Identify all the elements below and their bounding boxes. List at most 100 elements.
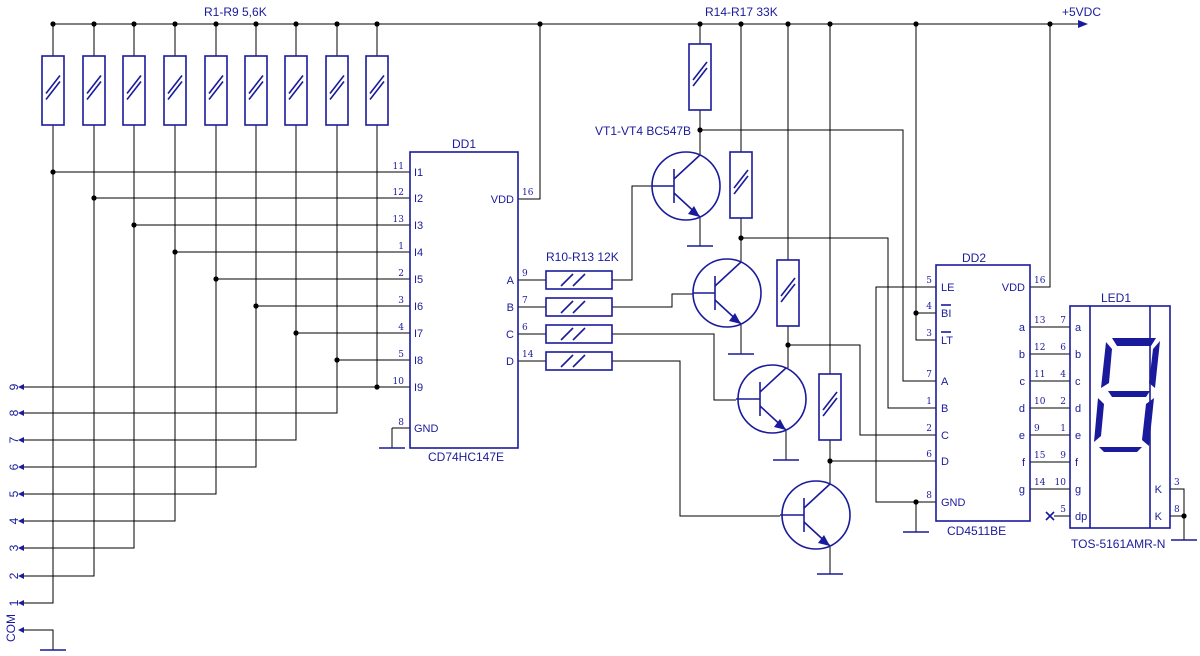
input-arrow-8 — [18, 410, 24, 416]
dd1-pin-name: GND — [414, 423, 439, 435]
transistor-collector — [673, 154, 701, 180]
dd1-pin-name: I9 — [414, 382, 423, 394]
base-vt1-wire — [612, 185, 652, 281]
led1-pin-name: dp — [1075, 511, 1087, 523]
led1-pin-num: 7 — [1060, 316, 1066, 326]
base-vt2-wire — [612, 293, 693, 308]
dd2-pin-num: 4 — [926, 302, 932, 312]
cathode-wire — [1170, 488, 1185, 540]
resistor-r7 — [284, 55, 308, 126]
supply-arrow — [1078, 20, 1088, 28]
dd2-part: CD4511BE — [947, 524, 1006, 538]
resistor-mark — [560, 273, 574, 287]
input-wire — [24, 306, 257, 468]
led1-pin-name: a — [1075, 322, 1082, 334]
resistor-r1 — [41, 55, 65, 126]
dd1-pin-name: B — [507, 302, 514, 314]
dd1-pin-num: 7 — [522, 296, 528, 306]
input-arrow-4 — [18, 518, 24, 524]
resistor-mark — [572, 327, 586, 341]
led1-pin-num: 8 — [1174, 505, 1180, 515]
led1-pin-num: 3 — [1174, 478, 1180, 488]
dd2-pin-num: 1 — [926, 397, 932, 407]
dd2-pin-name: A — [941, 376, 949, 388]
resistor-mark — [369, 81, 385, 100]
dd1-pin-name: VDD — [491, 194, 514, 206]
dd1-pin-num: 8 — [398, 418, 404, 428]
led1-pin-num: 4 — [1060, 370, 1066, 380]
input-label-1: 1 — [7, 599, 21, 606]
resistor-r15 — [729, 151, 753, 219]
input-label-5: 5 — [7, 490, 21, 497]
input-label-7: 7 — [7, 436, 21, 443]
r1-r9-label: R1-R9 5,6K — [204, 5, 267, 19]
resistor-mark — [560, 354, 574, 368]
input-label-6: 6 — [7, 463, 21, 470]
resistor-mark — [822, 391, 838, 411]
dd2-pin-name: BI — [941, 308, 951, 320]
dd2-pin-num: 9 — [1034, 424, 1040, 434]
led1-part: TOS-5161AMR-N — [1071, 537, 1165, 551]
dd2-pin-num: 16 — [1034, 276, 1046, 286]
dd1-pin-num: 3 — [398, 296, 404, 306]
resistor-r13 — [545, 351, 613, 371]
input-wire — [24, 360, 338, 414]
input-wire — [24, 279, 217, 495]
resistor-mark — [733, 169, 749, 189]
input-label-4: 4 — [7, 517, 21, 524]
resistor-mark — [208, 75, 224, 94]
r10-r13-label: R10-R13 12K — [546, 250, 619, 264]
led1-pin-name: c — [1075, 376, 1081, 388]
dd1-pin-name: I5 — [414, 274, 423, 286]
resistor-mark — [288, 81, 304, 100]
transistor-vt1 — [651, 151, 721, 221]
resistor-mark — [167, 81, 183, 100]
resistor-mark — [692, 67, 708, 87]
r14-r17-label: R14-R17 33K — [705, 5, 778, 19]
dd1-vdd-wire — [518, 24, 541, 200]
dd1-pin-num: 12 — [393, 188, 404, 198]
resistor-r4 — [163, 55, 187, 126]
input-arrow-5 — [18, 491, 24, 497]
led1-pin-num: 9 — [1060, 451, 1066, 461]
input-arrow-3 — [18, 545, 24, 551]
junction-dot — [1181, 513, 1187, 519]
resistor-r10 — [545, 270, 613, 290]
segment-a — [1112, 338, 1156, 346]
dd1-ref: DD1 — [452, 137, 476, 151]
resistor-r2 — [82, 55, 106, 126]
dd2-ref: DD2 — [962, 251, 986, 265]
dd2-pin-name: GND — [941, 497, 966, 509]
dd2-pin-name: LT — [941, 335, 953, 347]
led1-pin-name: K — [1155, 511, 1163, 523]
resistor-mark — [692, 61, 708, 81]
led1-pin-name: K — [1155, 484, 1163, 496]
junction-dot — [913, 310, 919, 316]
dd1-pin-name: D — [506, 356, 514, 368]
input-arrow-9 — [18, 384, 24, 390]
resistor-r17 — [818, 373, 842, 441]
resistor-mark — [572, 354, 586, 368]
led1-pin-num: 6 — [1060, 343, 1066, 353]
resistor-mark — [369, 75, 385, 94]
transistor-arrow — [729, 313, 741, 324]
junction-dot — [537, 21, 543, 27]
dd2-pin-name: a — [1019, 322, 1026, 334]
transistor-collector — [803, 483, 831, 509]
dd1-pin-name: I4 — [414, 247, 423, 259]
dd2-pin-name: VDD — [1002, 282, 1025, 294]
transistor-vt2 — [692, 258, 762, 328]
dd2-le-wire — [875, 286, 936, 503]
resistor-mark — [329, 81, 345, 100]
segment-b — [1149, 341, 1160, 388]
dd1-pin-name: I8 — [414, 355, 423, 367]
dd1-part: CD74HC147E — [428, 450, 504, 464]
transistor-collector — [714, 261, 742, 287]
dd2-pin-num: 2 — [926, 424, 932, 434]
resistor-mark — [780, 277, 796, 297]
dd2-pin-num: 12 — [1034, 343, 1045, 353]
segment-c — [1142, 398, 1154, 446]
dd1-pin-num: 16 — [522, 188, 534, 198]
resistor-r16 — [776, 259, 800, 327]
dd1-pin-num: 14 — [522, 350, 534, 360]
